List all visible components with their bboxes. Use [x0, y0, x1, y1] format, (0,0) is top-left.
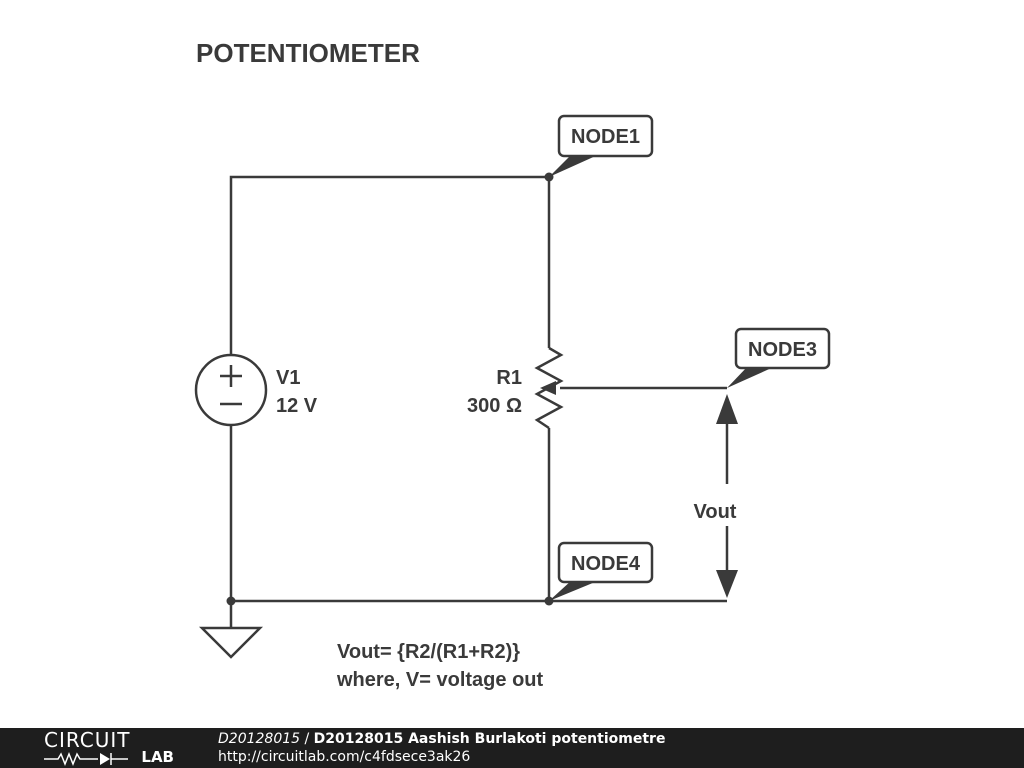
- circuit-info: D20128015 / D20128015 Aashish Burlakoti …: [218, 730, 665, 748]
- source-value: 12 V: [276, 395, 318, 417]
- resistor-value: 300 Ω: [467, 395, 522, 417]
- resistor-name: R1: [496, 367, 522, 389]
- formula-note: Vout= {R2/(R1+R2)}: [337, 641, 520, 663]
- vout-label: Vout: [694, 501, 737, 523]
- vout-arrows: [716, 394, 738, 598]
- author-link[interactable]: D20128015: [218, 731, 301, 747]
- junction-ground: [226, 596, 236, 606]
- node1-label: NODE1: [571, 126, 640, 148]
- wiper-arrow-icon: [540, 381, 556, 395]
- node4-tag: NODE4: [549, 541, 654, 601]
- formula-explanation: where, V= voltage out: [336, 669, 544, 691]
- voltage-source-symbol: [194, 353, 268, 427]
- circuit-name: D20128015 Aashish Burlakoti potentiometr…: [313, 731, 666, 747]
- circuit-url[interactable]: http://circuitlab.com/c4fdsece3ak26: [218, 749, 471, 765]
- node4-label: NODE4: [571, 553, 641, 575]
- wire-top: [229, 175, 551, 355]
- page-title: POTENTIOMETER: [196, 38, 420, 68]
- source-name: V1: [276, 367, 300, 389]
- node3-label: NODE3: [748, 339, 817, 361]
- logo-text-bottom: LAB: [141, 748, 174, 766]
- footer-bar: CIRCUIT LAB D20128015 / D20128015 Aashis…: [0, 728, 1024, 768]
- logo-text-top: CIRCUIT: [44, 728, 131, 752]
- node1-tag: NODE1: [549, 114, 654, 177]
- logo-circuit-icon: [44, 751, 128, 766]
- ground-icon: [198, 626, 264, 659]
- circuit-schematic: V1 12 V R1 300 Ω Vout NODE1 NODE3 NODE4 …: [194, 114, 831, 691]
- circuitlab-logo[interactable]: CIRCUIT LAB: [44, 730, 174, 766]
- wires: [229, 175, 727, 628]
- separator: /: [300, 731, 314, 747]
- node3-tag: NODE3: [727, 327, 831, 388]
